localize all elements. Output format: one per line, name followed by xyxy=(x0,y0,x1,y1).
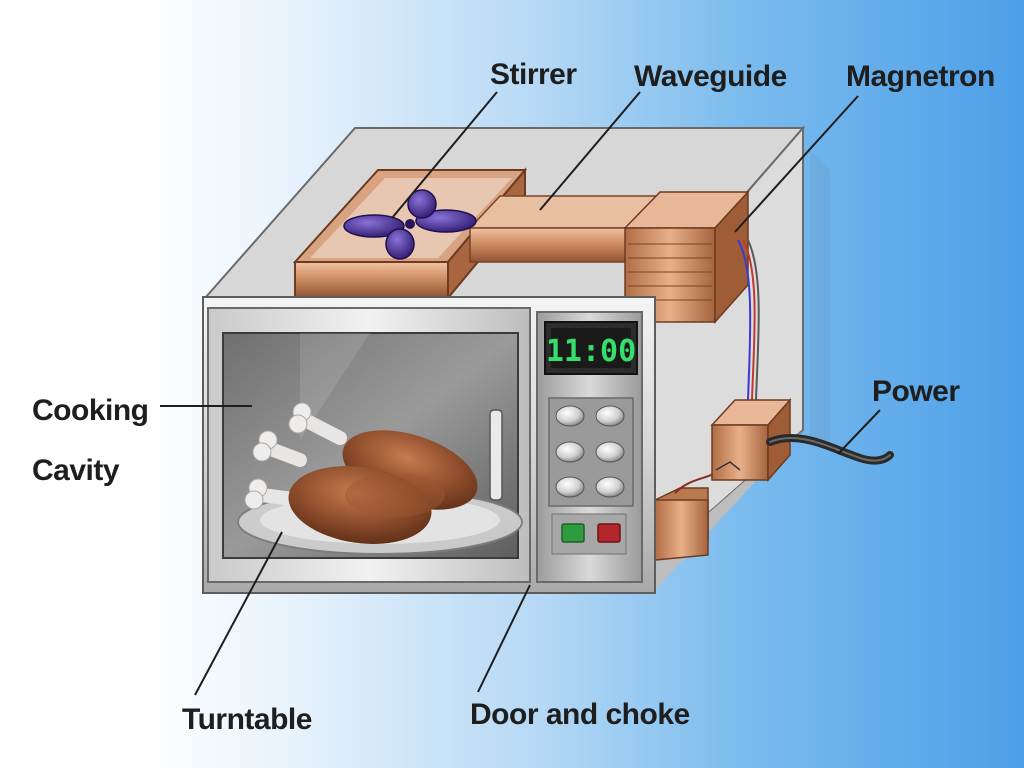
stirrer-fan xyxy=(343,189,477,260)
control-panel xyxy=(536,311,643,583)
stop-button[interactable] xyxy=(597,523,621,543)
clock-display: 11:00 xyxy=(546,334,636,369)
keypad-button[interactable] xyxy=(555,476,585,498)
transformer xyxy=(654,469,723,561)
keypad-button[interactable] xyxy=(555,405,585,427)
door-and-choke-label: Door and choke xyxy=(470,698,690,731)
keypad-button[interactable] xyxy=(595,405,625,427)
door-and-choke-leader-line xyxy=(477,584,531,693)
leader-lines xyxy=(160,91,881,696)
waveguide-leader-line xyxy=(539,91,641,211)
magnetron-wires xyxy=(737,239,760,401)
power-cord xyxy=(766,434,894,465)
keypad-button[interactable] xyxy=(595,441,625,463)
waveguide-label: Waveguide xyxy=(634,60,787,93)
stirrer-leader-line xyxy=(391,91,498,219)
power-box xyxy=(710,398,792,482)
magnetron-leader-line xyxy=(734,95,859,233)
power-label: Power xyxy=(872,375,960,408)
stirrer-label: Stirrer xyxy=(490,58,577,91)
power-leader-line xyxy=(837,409,881,455)
keypad-button[interactable] xyxy=(595,476,625,498)
turntable-label: Turntable xyxy=(182,703,312,736)
turntable-leader-line xyxy=(194,531,283,696)
food-chicken xyxy=(244,402,478,544)
keypad xyxy=(555,405,625,498)
cooking-cavity-label-line1: Cooking xyxy=(32,394,149,427)
start-button[interactable] xyxy=(561,523,585,543)
cooking-cavity-label-line2: Cavity xyxy=(32,454,120,487)
keypad-button[interactable] xyxy=(555,441,585,463)
magnetron-label: Magnetron xyxy=(846,60,995,93)
